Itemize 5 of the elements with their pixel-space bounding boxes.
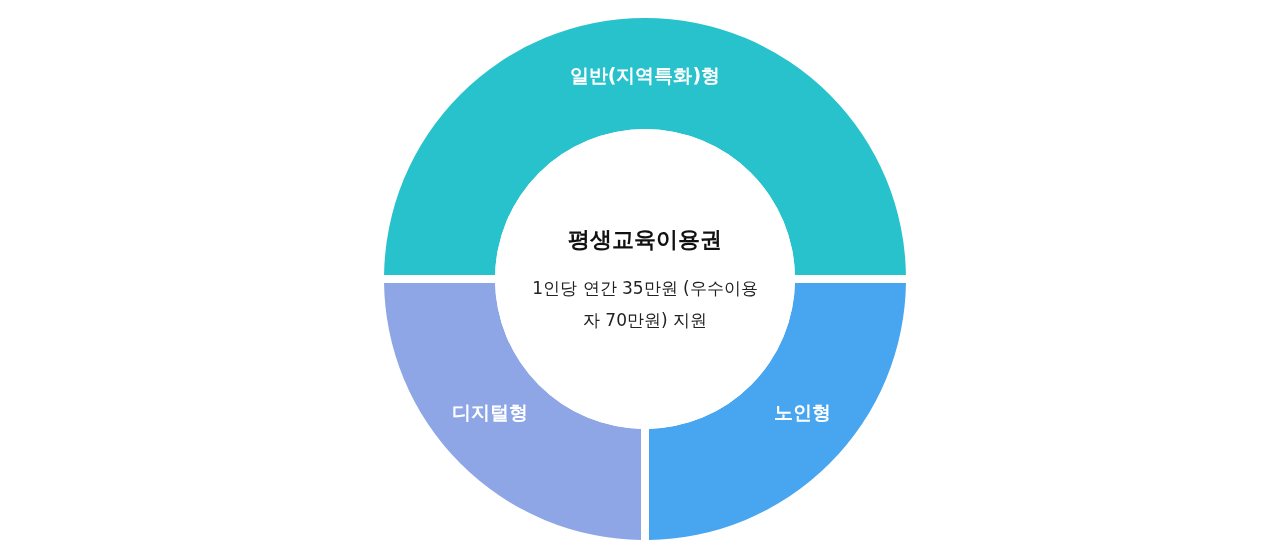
- segment-label: 디지털형: [452, 399, 528, 425]
- segment-label: 일반(지역특화)형: [569, 62, 721, 88]
- center-description: 1인당 연간 35만원 (우수이용자 70만원) 지원: [531, 276, 759, 332]
- center-title: 평생교육이용권: [568, 225, 722, 254]
- segment-label: 노인형: [773, 399, 831, 425]
